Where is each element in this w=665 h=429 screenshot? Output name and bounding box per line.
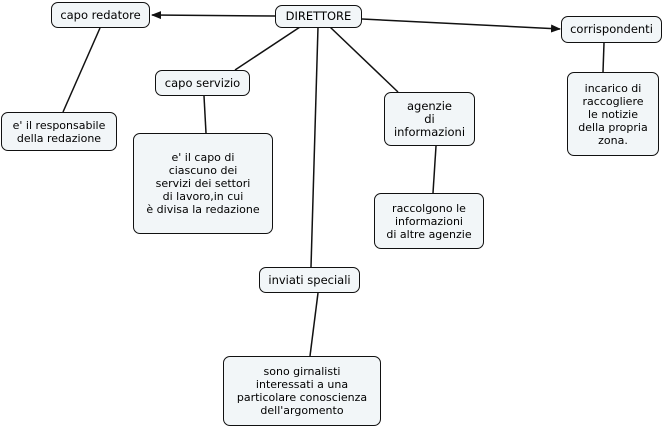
link-agenzie-desc bbox=[432, 145, 437, 194]
concept-corrispondenti-desc[interactable]: incarico di raccogliere le notizie della… bbox=[567, 72, 659, 156]
link-direttore-corrispondenti bbox=[361, 18, 561, 33]
concept-agenzie-desc[interactable]: raccolgono le informazioni di altre agen… bbox=[374, 193, 484, 249]
link-capo-redatore-desc bbox=[62, 27, 101, 113]
link-direttore-capo-redatore bbox=[151, 11, 276, 20]
link-inviati-desc bbox=[309, 292, 319, 357]
concept-capo-servizio[interactable]: capo servizio bbox=[155, 70, 250, 96]
concept-capo-servizio-desc[interactable]: e' il capo di ciascuno dei servizi dei s… bbox=[133, 133, 273, 234]
link-direttore-inviati bbox=[310, 26, 319, 268]
concept-corrispondenti[interactable]: corrispondenti bbox=[561, 16, 662, 43]
concept-inviati-speciali[interactable]: inviati speciali bbox=[259, 267, 360, 293]
link-direttore-capo-servizio bbox=[234, 26, 301, 71]
link-direttore-agenzie bbox=[329, 26, 399, 93]
link-corrispondenti-desc bbox=[602, 42, 605, 73]
concept-inviati-speciali-desc[interactable]: sono girnalisti interessati a una partic… bbox=[223, 356, 381, 426]
concept-capo-redatore-desc[interactable]: e' il responsabile della redazione bbox=[1, 112, 117, 151]
concept-direttore[interactable]: DIRETTORE bbox=[275, 5, 362, 28]
link-capo-servizio-desc bbox=[203, 95, 207, 134]
concept-capo-redatore[interactable]: capo redatore bbox=[51, 2, 150, 28]
concept-agenzie[interactable]: agenzie di informazioni bbox=[384, 92, 475, 146]
